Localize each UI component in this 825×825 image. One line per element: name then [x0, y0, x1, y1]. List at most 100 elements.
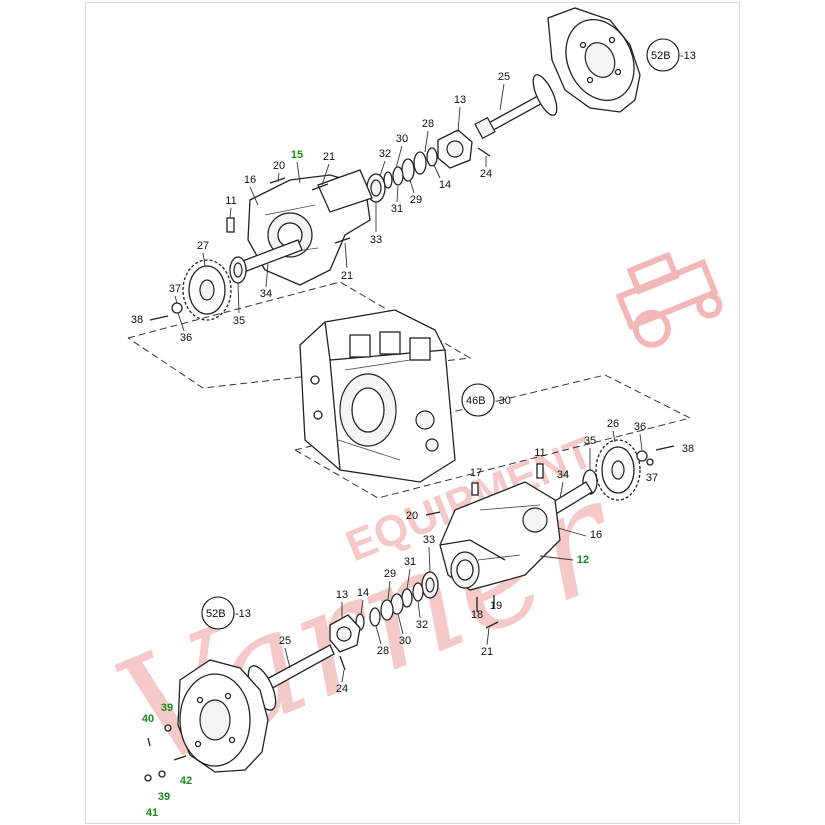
label-lower-17: 17	[470, 467, 482, 479]
upper-ring-29	[401, 158, 415, 182]
label-lower-13: 13	[336, 589, 348, 601]
lower-ring-28	[369, 607, 381, 627]
lower-hub-ref-id: 52B	[206, 608, 226, 620]
lower-wheel-hub	[177, 659, 269, 773]
label-upper-20: 20	[273, 160, 285, 172]
lower-bearing-33	[421, 571, 439, 599]
label-lower-26: 26	[607, 418, 619, 430]
lower-nut-39a	[164, 724, 172, 732]
label-upper-16: 16	[244, 174, 256, 186]
label-lower-30: 30	[399, 635, 411, 647]
lower-ring-29	[380, 599, 394, 621]
label-upper-34: 34	[260, 288, 272, 300]
upper-washer-37	[171, 302, 183, 314]
upper-bolt-38	[149, 315, 169, 321]
label-lower-31: 31	[404, 556, 416, 568]
label-lower-34: 34	[557, 469, 569, 481]
label-upper-21b: 21	[341, 270, 353, 282]
upper-axle-shaft	[474, 74, 558, 140]
label-lower-39a: 39	[161, 702, 173, 714]
upper-hub-ref-id: 52B	[651, 50, 671, 62]
label-lower-18: 18	[471, 609, 483, 621]
label-upper-28: 28	[422, 118, 434, 130]
lower-nut-39b	[158, 770, 166, 778]
label-upper-25: 25	[498, 71, 510, 83]
upper-seal-14	[426, 147, 438, 167]
label-upper-36: 36	[180, 332, 192, 344]
upper-labels: 25 13 28 30 32 14 29 31 33 24 15 20 21	[131, 71, 510, 344]
center-ref-circle	[461, 383, 495, 417]
upper-dash-plane	[127, 281, 472, 389]
lower-pin-17	[471, 482, 479, 496]
lower-retainer-13	[329, 614, 361, 653]
label-upper-31: 31	[391, 203, 403, 215]
label-upper-33: 33	[370, 234, 382, 246]
label-upper-21a: 21	[323, 151, 335, 163]
label-lower-36: 36	[634, 421, 646, 433]
lower-gear-26	[595, 439, 641, 501]
upper-gear-27	[182, 259, 232, 321]
label-lower-25: 25	[279, 635, 291, 647]
upper-bolt-24	[477, 147, 491, 157]
upper-ring-28	[413, 151, 427, 175]
lower-axle-shaft	[247, 644, 335, 711]
label-upper-14: 14	[439, 179, 451, 191]
label-lower-16: 16	[590, 529, 602, 541]
label-upper-38: 38	[131, 314, 143, 326]
label-lower-29: 29	[384, 568, 396, 580]
lower-pin-11	[536, 463, 544, 479]
lower-hub-ref-circle	[201, 596, 235, 630]
lower-bolt-20	[425, 511, 441, 516]
upper-assembly: 52B -13	[131, 7, 696, 344]
lower-axle-housing	[439, 481, 561, 591]
upper-bolt-20	[269, 177, 286, 184]
center-ref-id: 46B	[466, 395, 486, 407]
upper-hub-ref-suffix: -13	[680, 50, 696, 62]
upper-axle-housing	[247, 169, 373, 286]
lower-assembly: 52B -13 26 35 36 38 37 11 34 17 20 16 12	[142, 418, 694, 819]
upper-retainer-13	[437, 129, 473, 169]
label-lower-39b: 39	[158, 791, 170, 803]
label-lower-11: 11	[534, 447, 545, 459]
center-transmission-case	[299, 309, 456, 483]
label-lower-41: 41	[146, 807, 158, 819]
label-lower-35: 35	[584, 435, 596, 447]
label-lower-21: 21	[481, 646, 493, 658]
label-lower-28: 28	[377, 645, 389, 657]
upper-ring-31	[392, 166, 404, 186]
lower-labels: 26 35 36 38 37 11 34 17 20 16 12 33 31 2…	[142, 418, 694, 819]
lower-nut-41	[144, 774, 152, 782]
upper-pin-11	[226, 217, 235, 233]
label-upper-32: 32	[379, 148, 391, 160]
label-lower-32: 32	[416, 619, 428, 631]
label-upper-29: 29	[410, 194, 422, 206]
upper-bolt-21a	[311, 183, 329, 191]
lower-bolt-38	[655, 445, 675, 451]
lower-washer-36	[636, 450, 648, 462]
lower-hub-ref-suffix: -13	[235, 608, 251, 620]
lower-stud-42	[173, 755, 187, 761]
label-lower-19: 19	[490, 600, 502, 612]
center-ref-suffix: -30	[495, 395, 511, 407]
label-upper-15: 15	[291, 149, 303, 161]
lower-washer-37	[646, 458, 654, 466]
label-lower-38: 38	[682, 443, 694, 455]
upper-hub-ref-circle	[646, 38, 680, 72]
label-lower-14: 14	[357, 587, 369, 599]
lower-dash-plane	[294, 374, 692, 499]
label-lower-24: 24	[336, 683, 348, 695]
label-upper-13: 13	[454, 94, 466, 106]
label-lower-20: 20	[406, 510, 418, 522]
label-upper-27: 27	[197, 240, 209, 252]
upper-bolt-21b	[334, 237, 351, 244]
lower-bolt-24	[339, 655, 346, 671]
label-upper-11: 11	[225, 195, 236, 207]
upper-wheel-hub	[547, 7, 641, 113]
label-upper-35: 35	[233, 315, 245, 327]
tractor-logo-icon	[615, 251, 723, 348]
lower-bolt-21	[485, 621, 499, 629]
label-lower-42: 42	[180, 775, 192, 787]
lower-ring-32	[412, 582, 424, 602]
center-case-group: 46B -30	[127, 281, 692, 499]
